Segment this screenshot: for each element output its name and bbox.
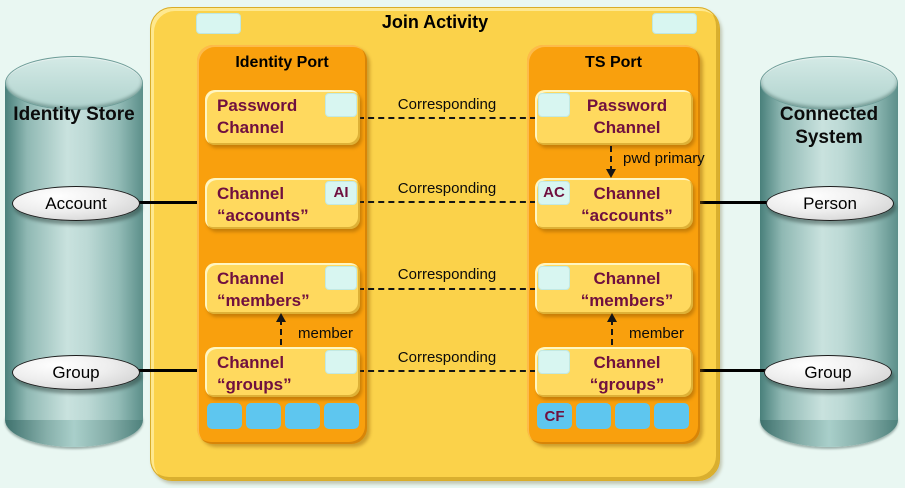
channel-label: Channel “members” [205, 263, 360, 316]
channel-accounts-ts: AC Channel “accounts” [535, 178, 693, 229]
channel-label: Channel “accounts” [535, 178, 693, 231]
channel-line1: Channel [217, 269, 285, 288]
group-right-entity-label: Group [804, 362, 852, 382]
cf-slot: CF [537, 403, 572, 429]
member-label-identity: member [298, 325, 354, 342]
channel-password-identity: Password Channel [205, 90, 360, 145]
channel-line2: “groups” [217, 374, 292, 394]
channel-groups-identity: Channel “groups” [205, 347, 360, 397]
corresponding-label-members: Corresponding [397, 266, 497, 283]
channel-password-ts: Password Channel [535, 90, 693, 145]
connected-system-cylinder-top [760, 56, 898, 110]
account-entity-oval: Account [12, 186, 140, 221]
channel-line2: “accounts” [217, 205, 309, 225]
channel-groups-ts: Channel “groups” [535, 347, 693, 397]
pwd-primary-label: pwd primary [623, 150, 705, 167]
identity-store-label: Identity Store [5, 104, 143, 127]
corresponding-link-password [358, 117, 536, 119]
channel-label: Password Channel [535, 90, 693, 143]
channel-line1: Channel [593, 269, 661, 288]
connector-tag [325, 266, 357, 290]
channel-line1: Password [586, 96, 668, 115]
channel-members-ts: Channel “members” [535, 263, 693, 314]
corresponding-label-accounts: Corresponding [397, 180, 497, 197]
connector-tag [325, 93, 357, 117]
channel-label: Channel “members” [535, 263, 693, 316]
slot [246, 403, 281, 429]
slot [207, 403, 242, 429]
corresponding-link-groups [358, 370, 536, 372]
slot [324, 403, 359, 429]
channel-line1: Channel [593, 353, 661, 372]
corresponding-label-password: Corresponding [397, 96, 497, 113]
connected-system-label: Connected System [760, 104, 898, 150]
slot [615, 403, 650, 429]
group-right-entity-oval: Group [764, 355, 892, 390]
channel-line2: “members” [217, 290, 310, 310]
channel-accounts-identity: AI Channel “accounts” [205, 178, 360, 229]
channel-line1: Channel [593, 184, 661, 203]
channel-label: Channel “groups” [205, 347, 360, 400]
connector-tag [538, 266, 570, 290]
connector-tag [538, 350, 570, 374]
join-activity-title: Join Activity [381, 12, 489, 32]
channel-label: Channel “groups” [535, 347, 693, 400]
account-entity-label: Account [45, 193, 107, 213]
channel-members-identity: Channel “members” [205, 263, 360, 314]
identity-port-title: Identity Port [235, 54, 329, 71]
channel-line2: “accounts” [581, 205, 673, 225]
slot [654, 403, 689, 429]
channel-line2: “groups” [589, 374, 665, 394]
slot [285, 403, 320, 429]
ac-badge: AC [538, 181, 570, 205]
identity-store-cylinder-top [5, 56, 143, 110]
corresponding-label-groups: Corresponding [397, 349, 497, 366]
channel-label: Channel “accounts” [205, 178, 360, 231]
group-left-connector-line [130, 369, 212, 372]
channel-line1: Password [217, 96, 298, 115]
connector-tag [325, 350, 357, 374]
ts-port-title: TS Port [585, 54, 642, 71]
identity-port-slots [207, 403, 359, 429]
slot [576, 403, 611, 429]
member-arrow-line-ts [611, 319, 613, 345]
channel-line2: Channel [217, 117, 285, 137]
channel-line1: Channel [217, 184, 285, 203]
channel-label: Password Channel [205, 90, 360, 143]
corresponding-link-accounts [358, 201, 536, 203]
connector-tag [538, 93, 570, 117]
account-connector-line [130, 201, 212, 204]
member-arrow-line-identity [280, 319, 282, 345]
container-tab-left [196, 13, 241, 34]
container-tab-right [652, 13, 697, 34]
group-right-connector-line [686, 369, 778, 372]
connected-system-label-text: Connected System [779, 104, 879, 148]
identity-store-label-text: Identity Store [13, 104, 135, 125]
channel-line2: Channel [593, 117, 661, 137]
ai-badge: AI [325, 181, 357, 205]
corresponding-link-members [358, 288, 536, 290]
ts-port-slots: CF [537, 403, 689, 429]
person-connector-line [686, 201, 778, 204]
group-left-entity-oval: Group [12, 355, 140, 390]
group-left-entity-label: Group [52, 362, 100, 382]
pwd-primary-arrow-line [610, 146, 612, 172]
member-label-ts: member [629, 325, 685, 342]
person-entity-label: Person [803, 193, 857, 213]
person-entity-oval: Person [766, 186, 894, 221]
channel-line2: “members” [580, 290, 674, 310]
channel-line1: Channel [217, 353, 285, 372]
pwd-primary-arrowhead-icon [606, 169, 616, 178]
member-arrowhead-icon-identity [276, 313, 286, 322]
member-arrowhead-icon-ts [607, 313, 617, 322]
